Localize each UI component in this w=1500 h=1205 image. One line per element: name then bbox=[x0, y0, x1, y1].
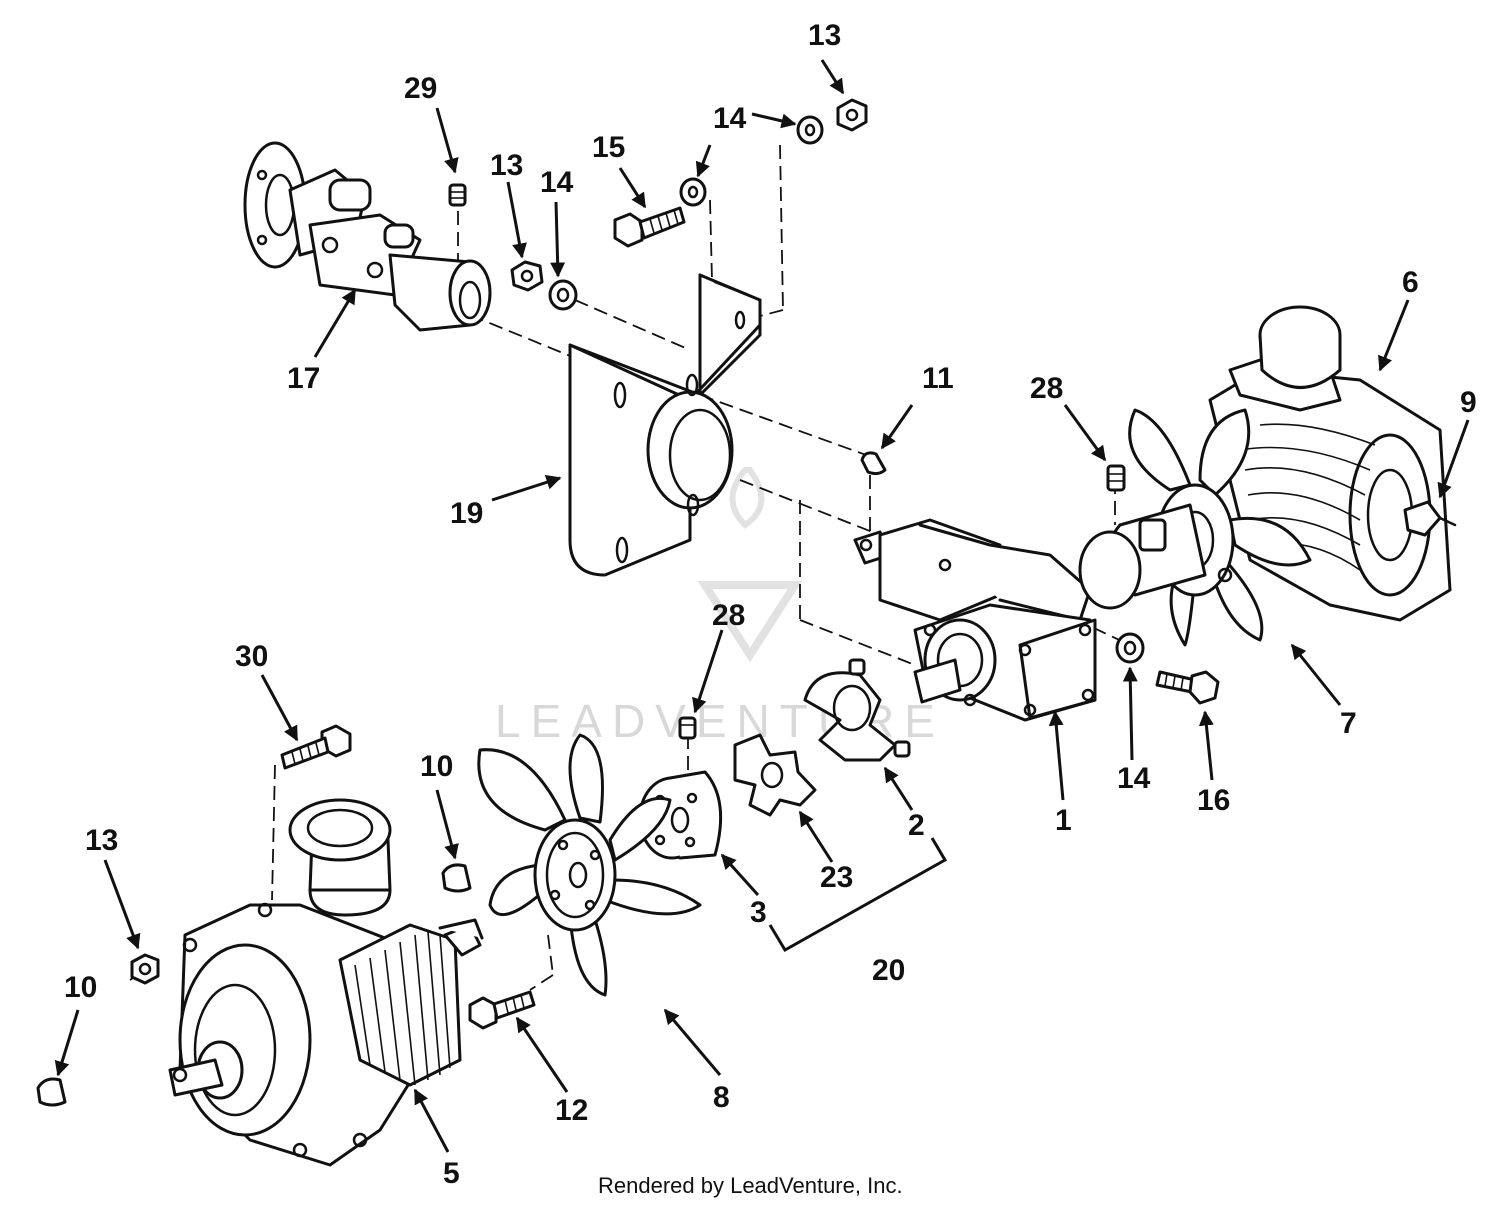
mounting-bracket-part-19 bbox=[568, 273, 762, 577]
callout-2: 2 bbox=[908, 809, 925, 842]
callout-9: 9 bbox=[1460, 386, 1477, 419]
leader-arrows bbox=[54, 59, 1470, 1153]
callout-16: 16 bbox=[1197, 784, 1230, 817]
motor-part-6 bbox=[1208, 305, 1457, 622]
callout-23: 23 bbox=[820, 861, 853, 894]
callout-labels: 13 29 13 14 15 14 17 19 11 28 6 9 28 30 … bbox=[64, 19, 1477, 1190]
callout-28-upper: 28 bbox=[1030, 372, 1063, 405]
callout-14-top: 14 bbox=[713, 102, 747, 135]
set-screw-part-28-lower bbox=[678, 716, 697, 740]
callout-1: 1 bbox=[1055, 804, 1072, 837]
key-part-10-lower bbox=[36, 1077, 67, 1107]
screw-part-30 bbox=[280, 724, 352, 770]
bolt-part-12 bbox=[468, 990, 536, 1030]
washer-bolt-parts-14-16 bbox=[1115, 632, 1220, 705]
callout-13-top: 13 bbox=[808, 19, 841, 52]
fan-part-7 bbox=[1078, 408, 1312, 647]
callout-10-lower: 10 bbox=[64, 971, 97, 1004]
callout-17: 17 bbox=[287, 362, 320, 395]
callout-29: 29 bbox=[404, 72, 437, 105]
universal-joint-part-17 bbox=[243, 141, 492, 332]
callout-19: 19 bbox=[450, 497, 483, 530]
key-part-10-upper bbox=[441, 863, 472, 893]
callout-28-lower: 28 bbox=[712, 599, 745, 632]
bolt-part-15 bbox=[613, 206, 686, 248]
callout-13-nut: 13 bbox=[490, 149, 523, 182]
callout-30: 30 bbox=[235, 640, 268, 673]
callout-13-lower: 13 bbox=[85, 824, 118, 857]
callout-3: 3 bbox=[750, 896, 767, 929]
fan-part-8 bbox=[477, 733, 702, 997]
gearbox-part-1 bbox=[853, 518, 1097, 722]
nut-washer-set-upper-left bbox=[510, 260, 578, 311]
motor-part-5 bbox=[168, 798, 484, 1167]
callout-5: 5 bbox=[443, 1157, 460, 1190]
set-screw-part-29 bbox=[448, 183, 467, 207]
set-screw-part-28-upper bbox=[1106, 464, 1126, 492]
callout-12: 12 bbox=[555, 1094, 588, 1127]
callout-14-washer: 14 bbox=[540, 166, 574, 199]
callout-10-upper: 10 bbox=[420, 750, 453, 783]
callout-14-lower: 14 bbox=[1117, 762, 1151, 795]
coupling-part-2 bbox=[803, 658, 911, 762]
callout-15: 15 bbox=[592, 131, 625, 164]
callout-7: 7 bbox=[1340, 707, 1357, 740]
callout-8: 8 bbox=[713, 1081, 730, 1114]
washer-part-14-top bbox=[679, 98, 868, 207]
key-part-11 bbox=[860, 451, 887, 476]
nut-part-13-lower bbox=[130, 953, 160, 985]
footer-credit: Rendered by LeadVenture, Inc. bbox=[598, 1173, 903, 1198]
assembly-bracket-20 bbox=[768, 837, 948, 953]
spider-part-23 bbox=[733, 733, 817, 817]
callout-6: 6 bbox=[1402, 266, 1419, 299]
callout-20: 20 bbox=[872, 954, 905, 987]
callout-11: 11 bbox=[922, 362, 954, 395]
